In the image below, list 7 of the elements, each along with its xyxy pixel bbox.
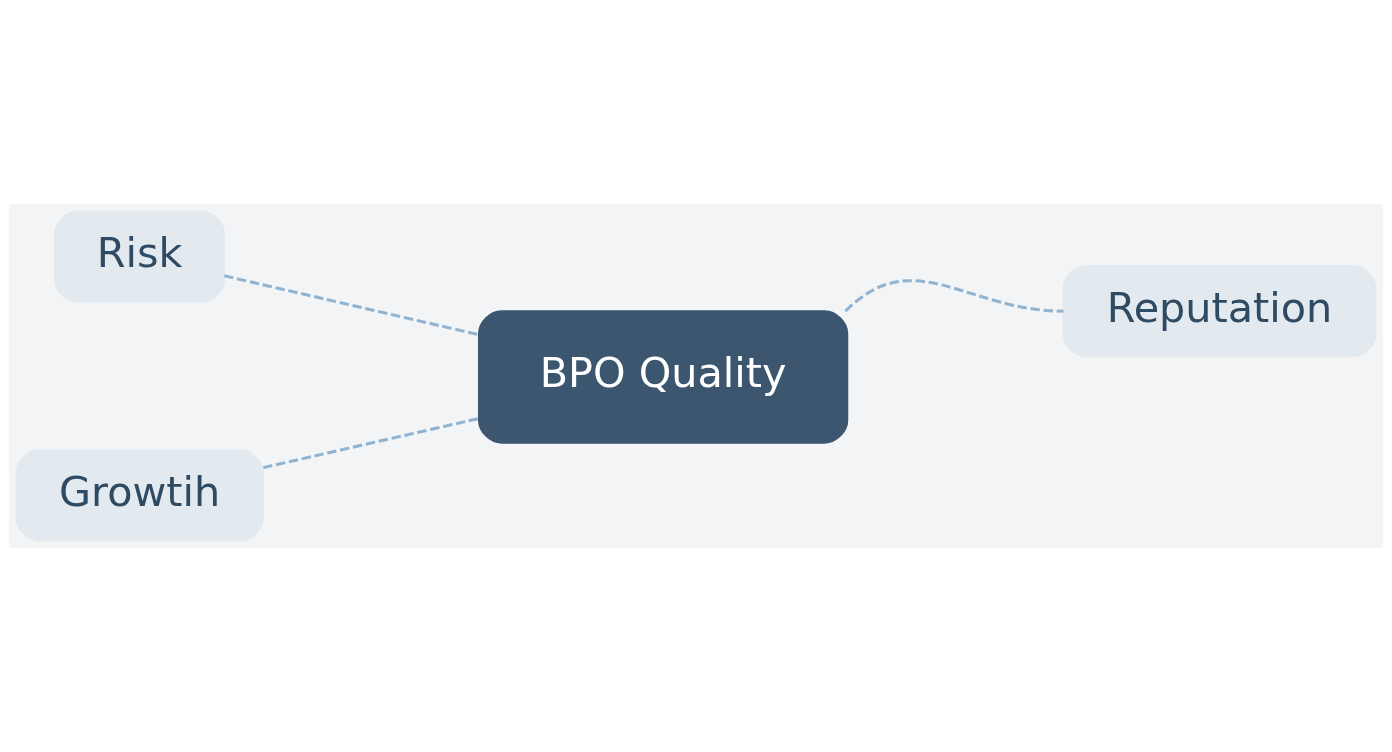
node-box: Risk [54,210,226,303]
connector [263,417,479,470]
connector [844,279,1064,313]
node-box: Growtih [15,449,264,542]
node-box: BPO Quality [477,310,849,444]
node-box: Reputation [1062,265,1377,358]
connector [224,274,479,337]
